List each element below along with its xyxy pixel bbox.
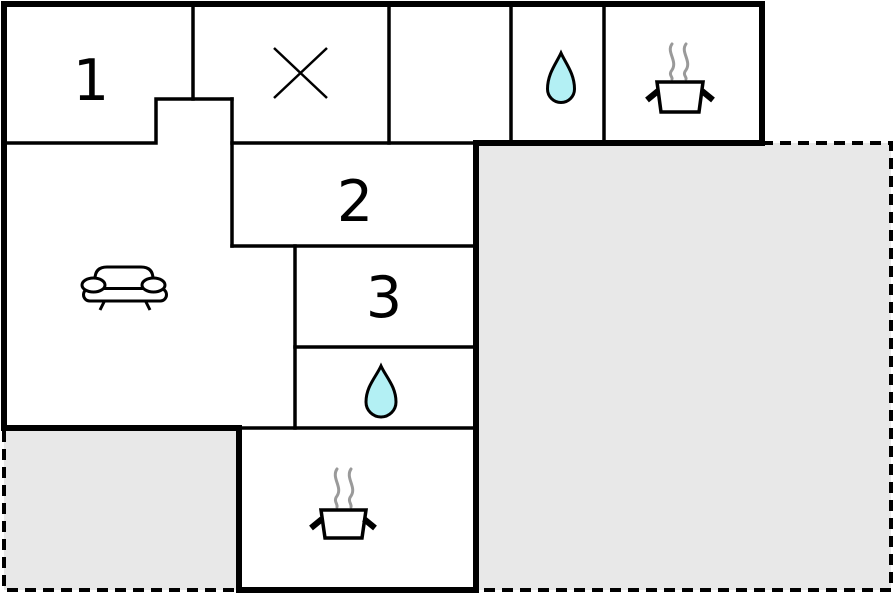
- room-2-label: 2: [337, 169, 373, 235]
- sofa-armrest-left: [80, 276, 107, 294]
- cooking-pot-icon: [309, 467, 377, 540]
- terraces: [4, 143, 891, 590]
- water-drop-icon: [545, 49, 577, 104]
- building: [1, 1, 765, 593]
- steam-line: [347, 467, 355, 509]
- bathroom-icons: [364, 49, 577, 419]
- sofa-backrest: [93, 265, 155, 290]
- room-labels: 1 2 3: [73, 48, 402, 331]
- interior-walls: [2, 2, 606, 430]
- room-3-label: 3: [366, 265, 402, 331]
- pot-body: [655, 80, 705, 114]
- pot-handles: [309, 516, 377, 531]
- pot-shape: [309, 508, 377, 540]
- steam-line: [333, 467, 341, 509]
- sofa-icon: [80, 265, 168, 311]
- pot-shape: [645, 80, 715, 114]
- terrace-right-dashed-border: [476, 141, 893, 592]
- x-marker-lines: [273, 47, 328, 99]
- steam-lines: [668, 42, 690, 81]
- cooking-pot-icon: [645, 42, 715, 114]
- water-drop-icon: [364, 362, 398, 419]
- wall-room1-bottom-notch: [2, 97, 234, 145]
- sofa-armrest-right: [140, 276, 167, 294]
- terrace-right: [476, 143, 891, 590]
- x-marker-icon: [273, 47, 328, 99]
- steam-line: [668, 42, 676, 81]
- building-outline-wall: [1, 1, 765, 593]
- steam-line: [682, 42, 690, 81]
- pot-body: [318, 508, 369, 540]
- steam-lines: [333, 467, 355, 509]
- room-1-label: 1: [73, 48, 109, 114]
- pot-handles: [645, 88, 715, 103]
- terrace-bottom-left-dashed-border: [2, 431, 239, 592]
- terrace-bottom-left: [4, 428, 239, 590]
- terrace-dashed-borders: [2, 141, 893, 592]
